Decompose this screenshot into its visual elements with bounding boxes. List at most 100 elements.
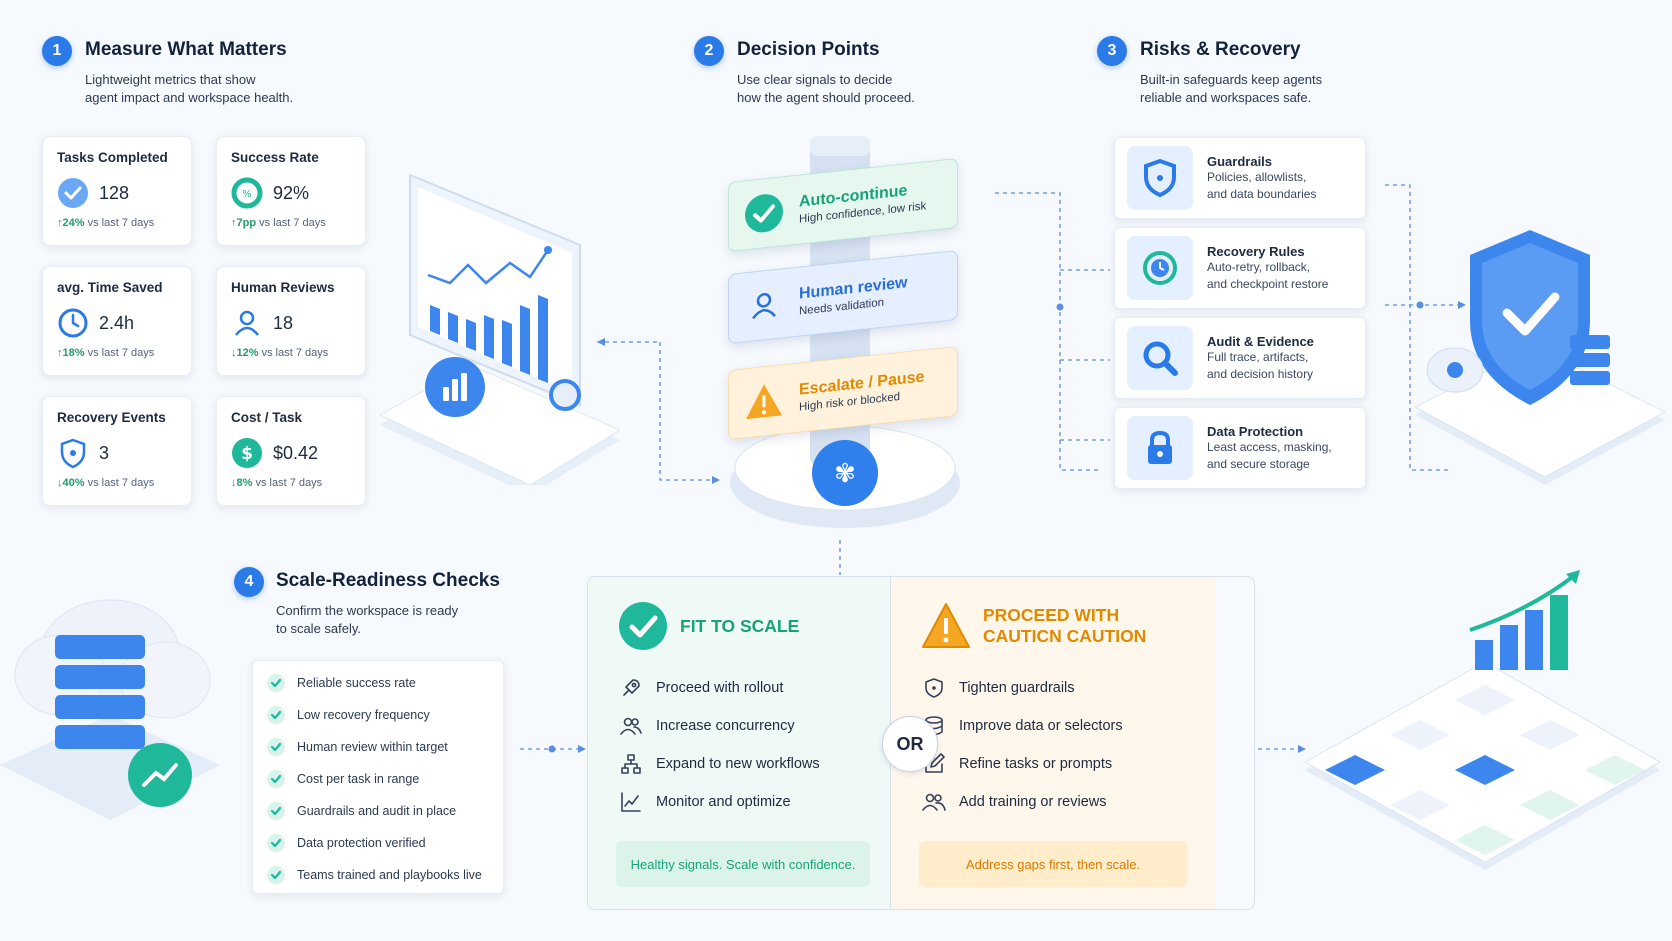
decision-sign: Escalate / Pause High risk or blocked (728, 345, 958, 441)
person-icon (743, 282, 785, 328)
checklist-item-label: Low recovery frequency (297, 708, 430, 722)
option-item: Refine tasks or prompts (921, 745, 1186, 783)
shield-illustration (1413, 225, 1667, 495)
shield-icon (57, 437, 89, 469)
option-item: Monitor and optimize (618, 783, 860, 821)
metric-delta-suffix: vs last 7 days (84, 347, 155, 359)
check-icon (743, 190, 785, 236)
option-item: Expand to new workflows (618, 745, 860, 783)
section-2-number: 2 (694, 36, 724, 66)
magnifier-icon (1127, 326, 1193, 390)
risk-title: Data Protection (1207, 423, 1304, 439)
metric-delta: ↓40% vs last 7 days (57, 477, 177, 489)
section-1-number: 1 (42, 36, 72, 66)
svg-text:%: % (242, 189, 252, 200)
recovery-clock-icon (1127, 236, 1193, 300)
option-label: Tighten guardrails (959, 680, 1075, 696)
or-badge: OR (882, 716, 938, 772)
metric-delta: ↑7pp vs last 7 days (231, 217, 351, 229)
metric-card: avg. Time Saved 2.4h ↑18% vs last 7 days (42, 266, 192, 376)
section-4-subtitle: Confirm the workspace is ready to scale … (276, 603, 459, 636)
metric-card: Success Rate % 92% ↑7pp vs last 7 days (216, 136, 366, 246)
check-icon (267, 674, 285, 692)
checklist-item-label: Guardrails and audit in place (297, 804, 457, 818)
svg-text:✾: ✾ (834, 459, 856, 489)
option-label: Add training or reviews (959, 794, 1107, 810)
fit-title: FIT TO SCALE (680, 615, 800, 636)
risk-title: Recovery Rules (1207, 243, 1305, 259)
option-label: Monitor and optimize (656, 794, 791, 810)
option-label: Refine tasks or prompts (959, 756, 1113, 772)
scale-grid-illustration (1300, 570, 1665, 900)
metric-card: Tasks Completed 128 ↑24% vs last 7 days (42, 136, 192, 246)
checklist-item: Human review within target (267, 731, 489, 763)
option-item: Proceed with rollout (618, 669, 860, 707)
checklist-item-label: Data protection verified (297, 836, 426, 850)
metric-delta-value: ↑24% (57, 217, 85, 229)
people-icon (921, 789, 947, 815)
metric-delta: ↑24% vs last 7 days (57, 217, 177, 229)
person-icon (231, 307, 263, 339)
metric-value: 2.4h (99, 312, 135, 333)
option-label: Improve data or selectors (959, 718, 1123, 734)
workflow-icon (618, 751, 644, 777)
check-icon (267, 770, 285, 788)
risk-subtitle: Least access, masking, and secure storag… (1207, 439, 1332, 471)
section-4-number: 4 (234, 567, 264, 597)
connector-risks-to-shield (1385, 184, 1450, 471)
checklist-item-label: Reliable success rate (297, 676, 416, 690)
metric-delta-value: ↓12% (231, 347, 259, 359)
checklist-item: Data protection verified (267, 827, 489, 859)
metric-delta-suffix: vs last 7 days (256, 217, 326, 229)
section-2-subtitle: Use clear signals to decide how the agen… (737, 72, 915, 105)
percent-gauge-icon: % (231, 177, 263, 209)
metric-delta: ↓8% vs last 7 days (231, 477, 351, 489)
metric-label: Tasks Completed (57, 150, 168, 165)
dollar-icon: $ (231, 437, 263, 469)
metric-value: 18 (273, 312, 294, 333)
risk-subtitle: Policies, allowlists, and data boundarie… (1207, 169, 1317, 201)
clock-icon (57, 307, 89, 339)
section-3-subtitle: Built-in safeguards keep agents reliable… (1140, 72, 1323, 105)
metric-value: 128 (99, 182, 130, 203)
option-label: Increase concurrency (656, 718, 795, 734)
section-1-title: Measure What Matters (85, 39, 287, 60)
metric-label: Cost / Task (231, 410, 303, 425)
connector-signs-to-risks (995, 192, 1100, 471)
check-icon (267, 802, 285, 820)
risk-subtitle: Full trace, artifacts, and decision hist… (1207, 349, 1314, 381)
caution-title: PROCEED WITH CAUTICN CAUTION (983, 605, 1147, 646)
metric-delta-suffix: vs last 7 days (258, 347, 329, 359)
metric-delta-suffix: vs last 7 days (84, 217, 155, 229)
risk-title: Guardrails (1207, 153, 1273, 169)
shield-outline-icon (921, 675, 947, 701)
risk-card: Audit & Evidence Full trace, artifacts, … (1114, 317, 1366, 399)
check-icon (267, 738, 285, 756)
decision-sign: Auto-continue High confidence, low risk (728, 157, 958, 253)
metric-card: Cost / Task $ $0.42 ↓8% vs last 7 days (216, 396, 366, 506)
checklist-item: Low recovery frequency (267, 699, 489, 731)
metric-delta-suffix: vs last 7 days (252, 477, 323, 489)
check-icon (267, 866, 285, 884)
checklist-item-label: Human review within target (297, 740, 448, 754)
shield-icon (1127, 146, 1193, 210)
check-icon (267, 706, 285, 724)
risk-card: Guardrails Policies, allowlists, and dat… (1114, 137, 1366, 219)
metric-delta-value: ↓40% (57, 477, 85, 489)
risk-title: Audit & Evidence (1207, 333, 1314, 349)
chart-line-icon (618, 789, 644, 815)
checklist-item: Cost per task in range (267, 763, 489, 795)
section-3-title: Risks & Recovery (1140, 39, 1301, 60)
section-3-number: 3 (1097, 36, 1127, 66)
check-icon (267, 834, 285, 852)
metric-delta-value: ↑7pp (231, 217, 257, 229)
warning-icon (743, 378, 785, 424)
fit-footer: Healthy signals. Scale with confidence. (616, 841, 870, 887)
section-2-title: Decision Points (737, 39, 880, 60)
option-label: Proceed with rollout (656, 680, 784, 696)
decision-sign: Human review Needs validation (728, 249, 958, 345)
users-icon (618, 713, 644, 739)
